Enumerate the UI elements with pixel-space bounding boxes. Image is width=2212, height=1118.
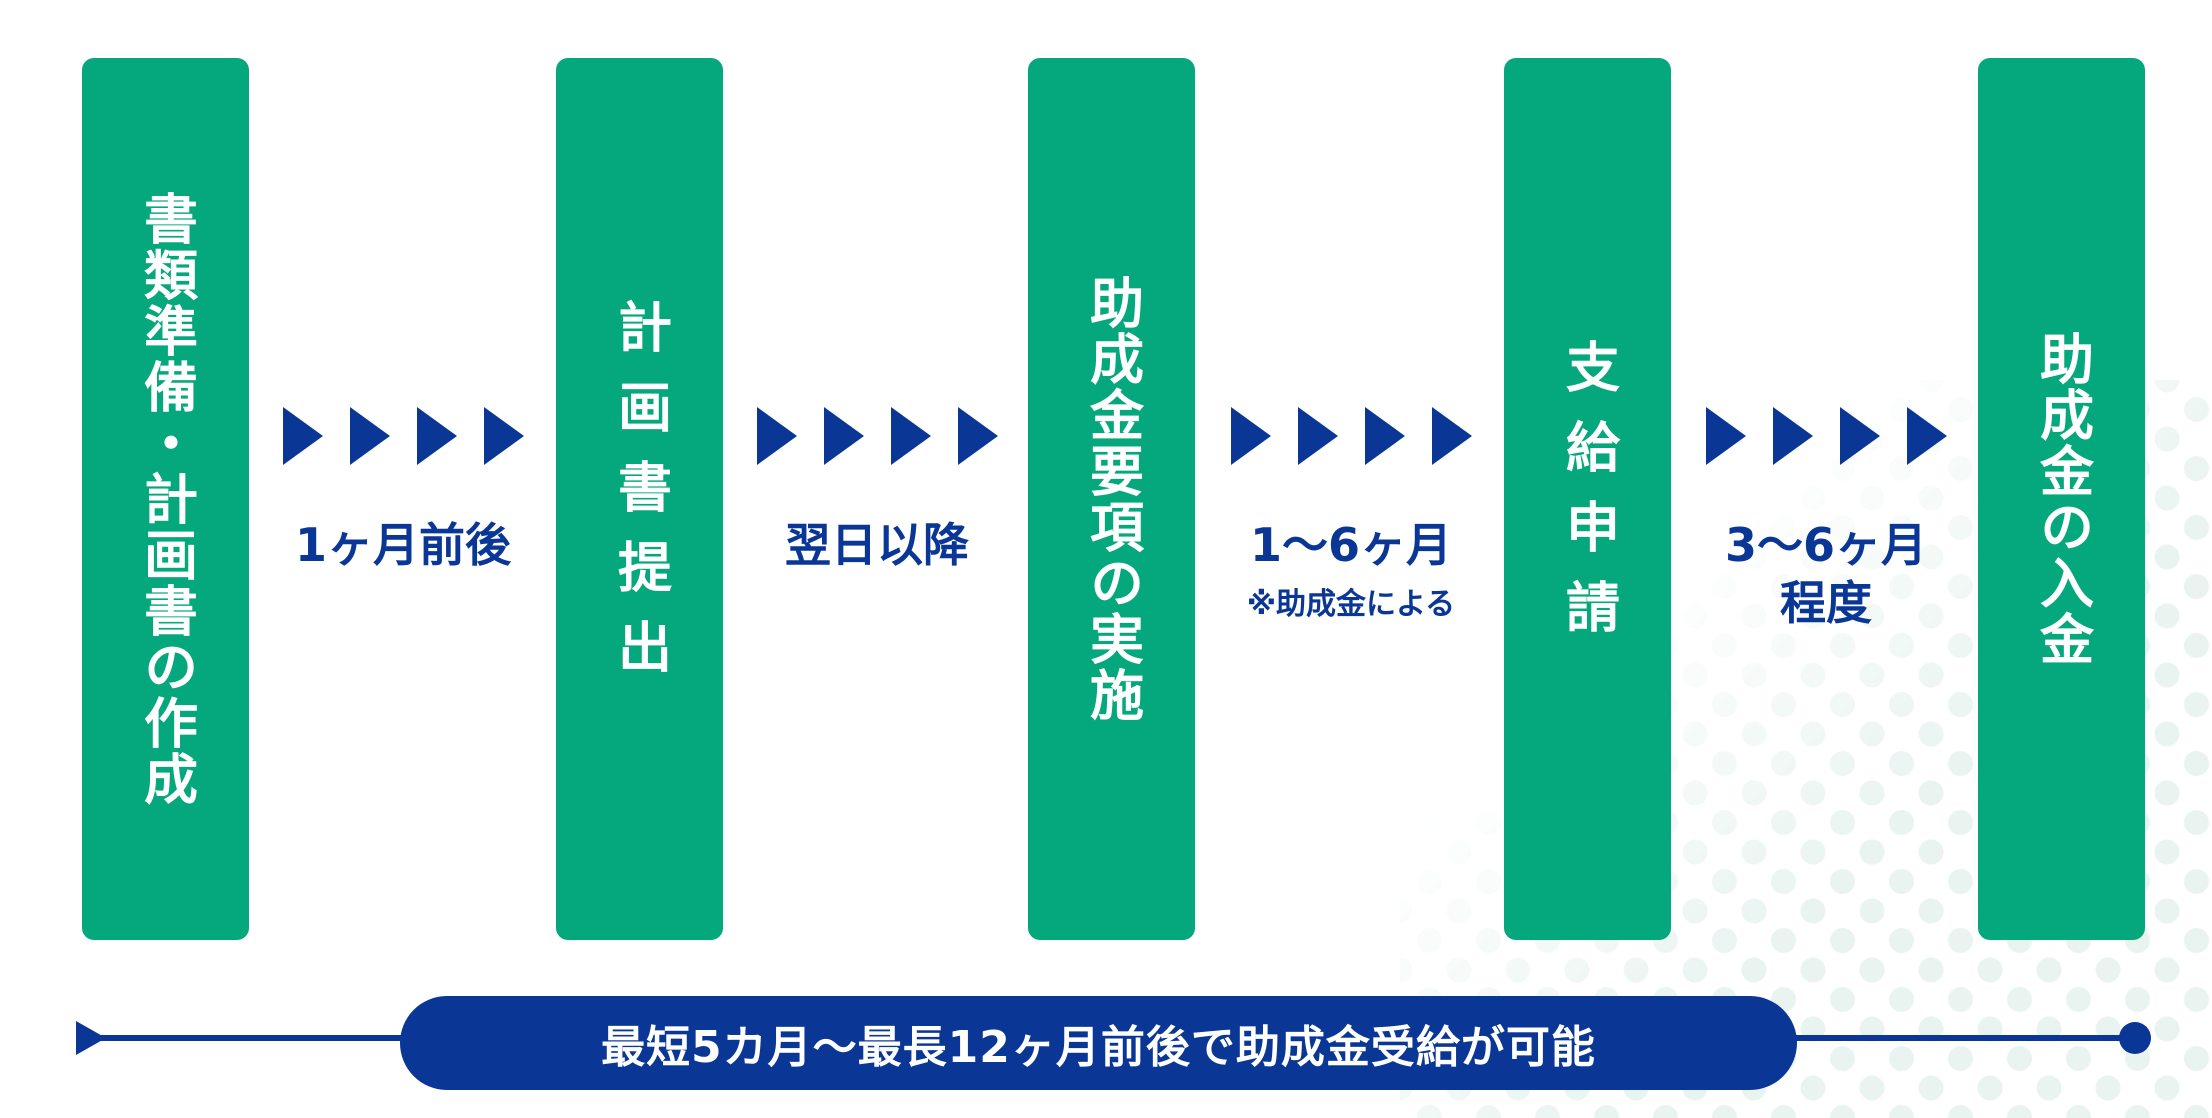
step-document-preparation: 書類準備・計画書の作成 — [82, 58, 249, 940]
arrow-right-triangles-icon — [1230, 407, 1472, 465]
transition-3: 1〜6ヶ月 ※助成金による — [1201, 380, 1501, 680]
step-label: 助成金要項の実施 — [1080, 275, 1144, 723]
step-implementation: 助成金要項の実施 — [1028, 58, 1195, 940]
step-subsidy-deposit: 助成金の入金 — [1978, 58, 2145, 940]
transition-duration: 1ヶ月前後 — [294, 518, 511, 572]
step-payment-application: 支給申請 — [1504, 58, 1671, 940]
step-label: 書類準備・計画書の作成 — [134, 191, 198, 807]
timeline-summary-pill: 最短5カ月〜最長12ヶ月前後で助成金受給が可能 — [400, 996, 1797, 1090]
transition-duration: 1〜6ヶ月 — [1249, 518, 1452, 572]
timeline-summary-text: 最短5カ月〜最長12ヶ月前後で助成金受給が可能 — [601, 1022, 1596, 1073]
step-label: 助成金の入金 — [2030, 331, 2094, 667]
step-label: 支給申請 — [1556, 339, 1620, 659]
arrow-right-triangles-icon — [282, 407, 524, 465]
transition-duration-line2: 程度 — [1780, 576, 1872, 630]
step-label: 計画書提出 — [608, 299, 672, 699]
step-plan-submission: 計画書提出 — [556, 58, 723, 940]
transition-duration: 3〜6ヶ月 — [1724, 518, 1927, 572]
circle-end-icon — [2119, 1022, 2151, 1054]
transition-duration: 翌日以降 — [785, 518, 969, 572]
arrow-right-triangles-icon — [1705, 407, 1947, 465]
transition-2: 翌日以降 — [727, 380, 1027, 680]
triangle-start-icon — [76, 1021, 106, 1055]
transition-1: 1ヶ月前後 — [253, 380, 553, 680]
transition-note: ※助成金による — [1246, 587, 1456, 622]
transition-4: 3〜6ヶ月 程度 — [1676, 380, 1976, 680]
arrow-right-triangles-icon — [756, 407, 998, 465]
